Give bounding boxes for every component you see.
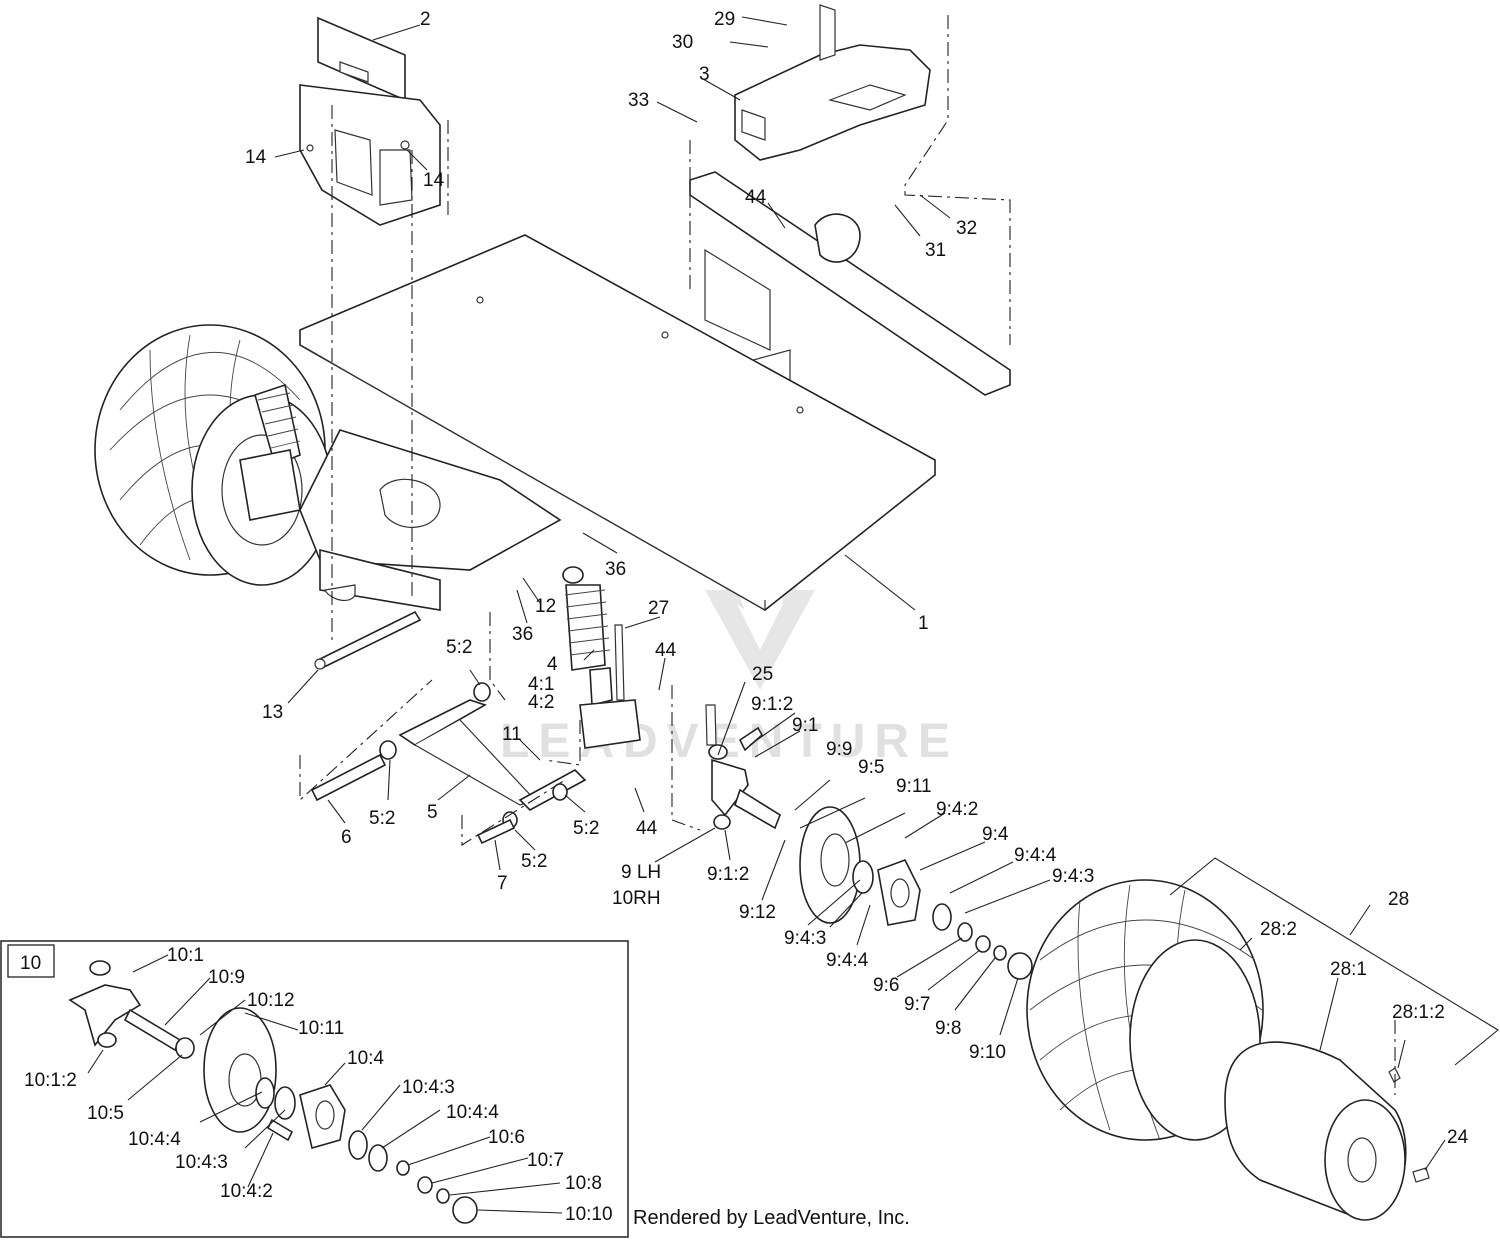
callout-c1044b: 10:4:4 (446, 1102, 499, 1123)
callout-c14a: 14 (245, 147, 267, 168)
callout-c94: 9:4 (982, 824, 1009, 845)
rendered-by-credit: Rendered by LeadVenture, Inc. (633, 1207, 910, 1229)
callout-c943b: 9:4:3 (784, 928, 826, 949)
callout-c99: 9:9 (826, 739, 852, 760)
callout-c3: 3 (699, 64, 710, 85)
part-5-a-arm (379, 682, 587, 829)
callout-c32: 32 (956, 218, 977, 239)
callout-c107: 10:7 (527, 1150, 564, 1171)
callout-c910: 9:10 (969, 1042, 1006, 1063)
callout-c25: 25 (752, 664, 773, 685)
callout-c912: 9:12 (739, 902, 776, 923)
callout-c106: 10:6 (488, 1127, 525, 1148)
part-4-shock-absorber (562, 566, 641, 749)
part-13-pivot-rod (314, 610, 422, 670)
callout-c13: 13 (262, 702, 283, 723)
leader-lines (274, 16, 1446, 1171)
callout-c281: 28:1 (1330, 959, 1367, 980)
callout-c36b: 36 (512, 624, 533, 645)
part-9-4-hub (852, 859, 1033, 980)
callout-c943a: 9:4:3 (1052, 866, 1094, 887)
callout-c101: 10:1 (167, 945, 204, 966)
callout-c33: 33 (628, 90, 649, 111)
part-1-frame-plate (299, 234, 936, 612)
callout-c36a: 36 (605, 559, 626, 580)
callout-c2: 2 (420, 9, 431, 30)
callout-c31: 31 (925, 240, 946, 261)
callout-c52c: 5:2 (573, 818, 599, 839)
left-suspension (239, 383, 562, 611)
callout-c104: 10:4 (347, 1048, 384, 1069)
assembly-lines (299, 15, 1396, 1095)
inset-disc-10-11 (203, 1007, 277, 1133)
part-2-bracket (299, 16, 441, 226)
part-9-11-disc (799, 806, 861, 924)
callout-c1012: 10:12 (247, 990, 295, 1011)
callout-c1042: 10:4:2 (220, 1181, 273, 1202)
watermark-text: LEADVENTURE (500, 715, 959, 768)
callout-c944a: 9:4:4 (1014, 845, 1057, 866)
part-28-1-rim (1224, 1041, 1430, 1221)
callout-c28: 28 (1388, 889, 1409, 910)
callout-c912b: 9:1:2 (707, 864, 749, 885)
callout-c942a: 9:4:2 (936, 799, 978, 820)
inset-leader-lines (87, 954, 563, 1214)
callout-c52b: 5:2 (369, 808, 395, 829)
inset-hub-10-4 (255, 1077, 478, 1224)
part-6-pin (310, 753, 387, 802)
callout-c912a: 9:1:2 (751, 694, 793, 715)
callout-c91: 9:1 (792, 715, 818, 736)
callout-c1043a: 10:4:3 (402, 1077, 455, 1098)
callout-c52d: 5:2 (521, 851, 547, 872)
callout-c6: 6 (341, 827, 352, 848)
callout-c29: 29 (714, 9, 735, 30)
callout-c1011: 10:11 (298, 1018, 344, 1039)
callout-c30: 30 (672, 32, 693, 53)
callout-c108: 10:8 (565, 1173, 602, 1194)
callout-c7: 7 (497, 873, 508, 894)
callout-c911: 9:11 (896, 776, 932, 797)
inset-label-box (7, 944, 55, 978)
callout-c4: 4 (547, 654, 558, 675)
callout-c95: 9:5 (858, 757, 884, 778)
part-3-hitch-bracket (734, 4, 931, 161)
part-7-pin (476, 818, 516, 845)
assembly-28-bracket (1169, 857, 1499, 1066)
callout-c11: 11 (502, 724, 522, 745)
inset-panel: 10 (0, 940, 629, 1238)
callout-c10rh: 10RH (612, 888, 661, 909)
inset-label: 10 (20, 953, 41, 974)
callout-c44b: 44 (655, 640, 677, 661)
callout-c42: 4:2 (528, 692, 554, 713)
callout-c24: 24 (1447, 1127, 1469, 1148)
callout-c27: 27 (648, 598, 669, 619)
callout-c105: 10:5 (87, 1103, 124, 1124)
callout-c2812: 28:1:2 (1392, 1002, 1445, 1023)
callout-c1: 1 (918, 613, 929, 634)
callout-c1012b: 10:1:2 (24, 1070, 77, 1091)
callout-c41: 4:1 (528, 674, 554, 695)
callout-c282: 28:2 (1260, 919, 1297, 940)
callout-c1044a: 10:4:4 (128, 1129, 181, 1150)
callout-c98: 9:8 (935, 1018, 961, 1039)
inset-knuckle-10-1 (68, 960, 195, 1059)
callout-c5: 5 (427, 802, 438, 823)
callout-c97: 9:7 (904, 994, 930, 1015)
callout-c52a: 5:2 (446, 637, 472, 658)
callout-c944b: 9:4:4 (826, 950, 869, 971)
callout-c1010: 10:10 (565, 1204, 613, 1225)
callout-c44a: 44 (745, 187, 767, 208)
callout-c109: 10:9 (208, 967, 245, 988)
part-9-knuckle (705, 704, 781, 830)
chevron-logo-icon (705, 590, 815, 690)
callout-c9lh: 9 LH (621, 862, 661, 883)
callout-c44c: 44 (636, 818, 658, 839)
callout-c14b: 14 (423, 170, 445, 191)
callout-c1043b: 10:4:3 (175, 1152, 228, 1173)
callout-c96: 9:6 (873, 975, 899, 996)
callout-c12: 12 (535, 596, 556, 617)
